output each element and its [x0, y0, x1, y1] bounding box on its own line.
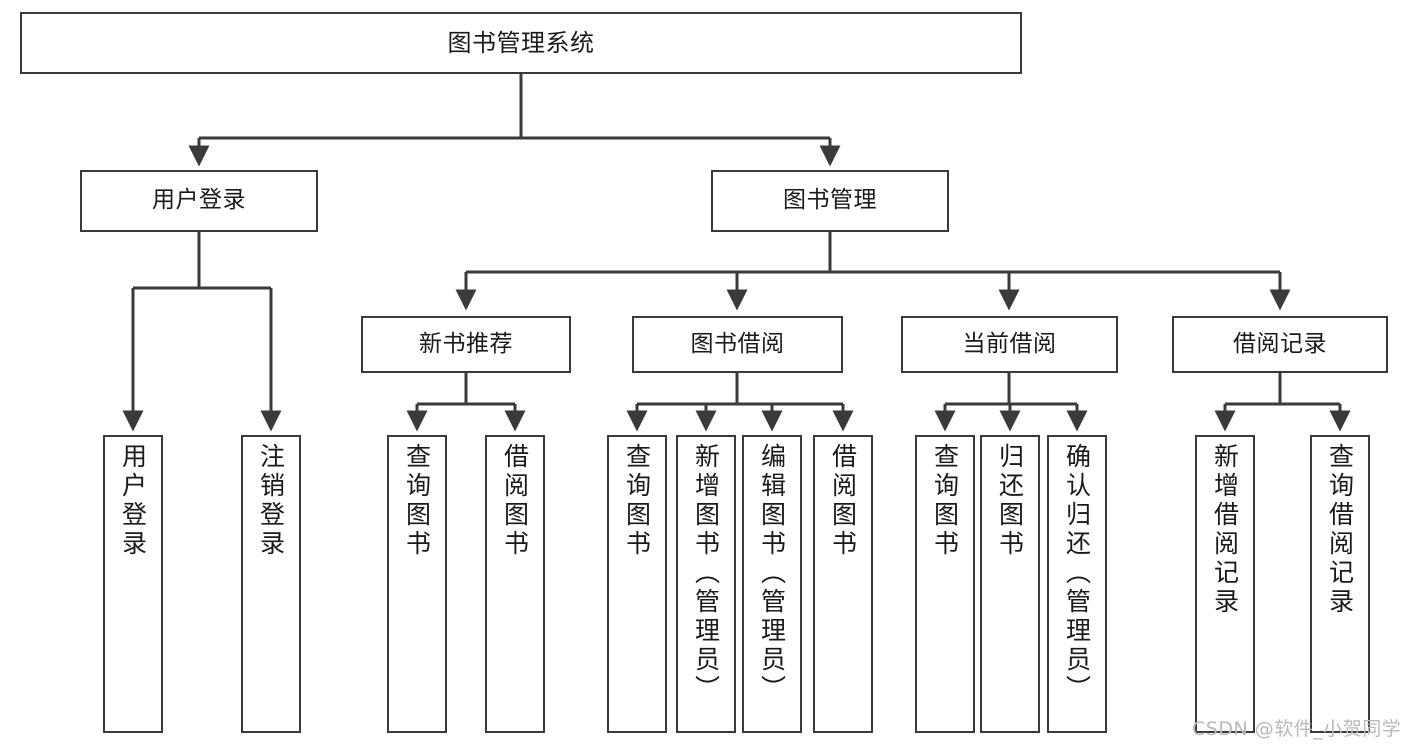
node-leaf-edit-book[interactable]: 编辑图书（管理员） [742, 435, 802, 733]
node-leaf-query-book-3-label: 查询图书 [930, 443, 960, 559]
node-leaf-query-book-1[interactable]: 查询图书 [387, 435, 447, 733]
node-leaf-user-login[interactable]: 用户登录 [103, 435, 163, 733]
node-leaf-query-book-2[interactable]: 查询图书 [607, 435, 667, 733]
node-leaf-add-record[interactable]: 新增借阅记录 [1195, 435, 1255, 733]
node-leaf-return-book-label: 归还图书 [995, 443, 1025, 559]
node-book-manage-label: 图书管理 [783, 187, 877, 214]
node-book-manage[interactable]: 图书管理 [711, 170, 949, 232]
node-borrow-record[interactable]: 借阅记录 [1172, 316, 1388, 373]
watermark: CSDN @软件_小贺同学 [1192, 718, 1402, 740]
node-leaf-add-book[interactable]: 新增图书（管理员） [676, 435, 736, 733]
node-leaf-confirm-return[interactable]: 确认归还（管理员） [1047, 435, 1107, 733]
node-leaf-borrow-book-1[interactable]: 借阅图书 [485, 435, 545, 733]
node-current-borrow-label: 当前借阅 [962, 330, 1057, 357]
node-user-login-label: 用户登录 [152, 187, 246, 214]
node-new-book-recommend-label: 新书推荐 [419, 330, 513, 357]
node-leaf-confirm-return-label: 确认归还（管理员） [1062, 443, 1092, 704]
node-book-borrow[interactable]: 图书借阅 [632, 316, 843, 373]
node-new-book-recommend[interactable]: 新书推荐 [361, 316, 571, 373]
node-leaf-query-record[interactable]: 查询借阅记录 [1310, 435, 1370, 733]
node-leaf-add-book-label: 新增图书（管理员） [691, 443, 721, 704]
node-leaf-logout-label: 注销登录 [256, 443, 286, 559]
node-leaf-add-record-label: 新增借阅记录 [1210, 443, 1240, 617]
node-leaf-logout[interactable]: 注销登录 [241, 435, 301, 733]
node-leaf-query-book-2-label: 查询图书 [622, 443, 652, 559]
node-current-borrow[interactable]: 当前借阅 [901, 316, 1118, 373]
node-root[interactable]: 图书管理系统 [20, 12, 1022, 74]
node-borrow-record-label: 借阅记录 [1233, 330, 1327, 357]
node-book-borrow-label: 图书借阅 [690, 330, 785, 357]
node-leaf-borrow-book-1-label: 借阅图书 [500, 443, 530, 559]
node-leaf-user-login-label: 用户登录 [118, 443, 148, 559]
node-leaf-query-book-3[interactable]: 查询图书 [915, 435, 975, 733]
node-leaf-return-book[interactable]: 归还图书 [980, 435, 1040, 733]
node-leaf-borrow-book-2[interactable]: 借阅图书 [813, 435, 873, 733]
node-leaf-borrow-book-2-label: 借阅图书 [828, 443, 858, 559]
node-user-login[interactable]: 用户登录 [80, 170, 318, 232]
node-leaf-query-book-1-label: 查询图书 [402, 443, 432, 559]
node-root-label: 图书管理系统 [447, 28, 595, 57]
node-leaf-edit-book-label: 编辑图书（管理员） [757, 443, 787, 704]
node-leaf-query-record-label: 查询借阅记录 [1325, 443, 1355, 617]
